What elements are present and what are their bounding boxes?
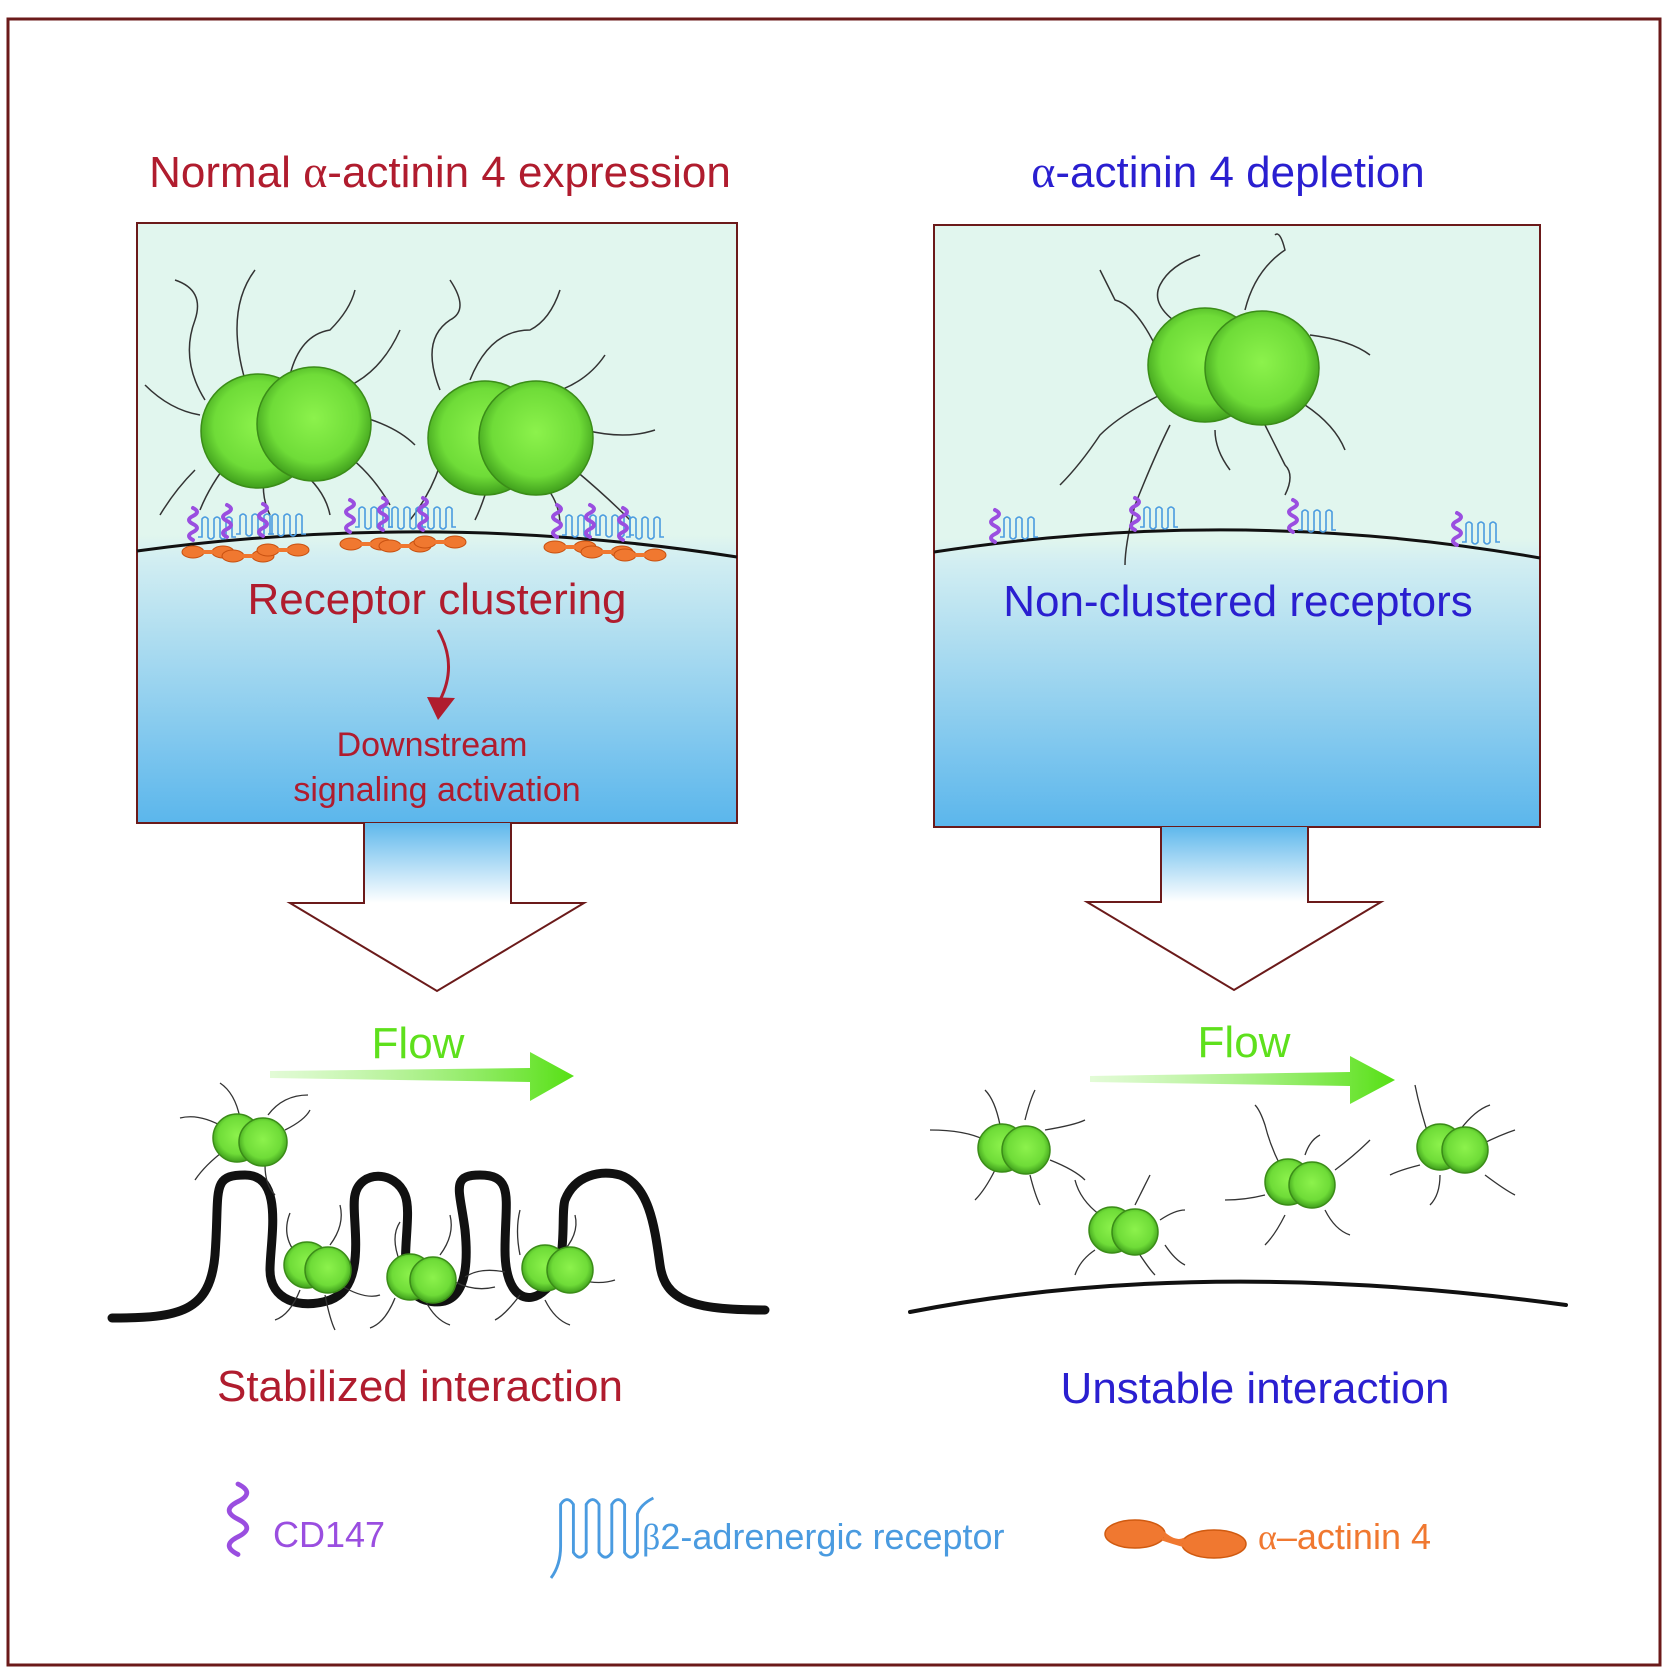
left-flow-arrow [270,1052,574,1101]
left-bound-cell-3b [546,1246,594,1294]
right-flow-label: Flow [1198,1018,1291,1067]
right-title: α-actinin 4 depletion [1031,146,1424,197]
right-cell-2b [1111,1208,1159,1256]
left-membrane [136,530,738,559]
left-cell-2b [478,380,594,496]
right-cluster-label: Non-clustered receptors [1003,577,1473,626]
left-endothelial-surface [107,1168,770,1323]
right-down-arrow [1083,827,1385,992]
right-cell-4b [1441,1126,1489,1174]
right-endothelial-surface [908,1279,1568,1314]
right-cell-b [1204,310,1320,426]
beta2-receptor-icon [549,1496,655,1579]
right-flow-arrow [1090,1056,1395,1104]
left-flow-label: Flow [372,1019,465,1068]
left-title: Normal α-actinin 4 expression [149,146,731,197]
legend-actinin-label: α–actinin 4 [1258,1516,1431,1557]
left-cluster-label: Receptor clustering [247,575,626,624]
left-outcome-label: Stabilized interaction [217,1362,623,1411]
left-flowing-cell-b [238,1117,288,1167]
legend-receptor-label: β2-adrenergic receptor [642,1516,1005,1557]
left-arrow-stem [364,823,511,903]
left-down-arrow [286,823,588,993]
right-arrow-stem [1161,827,1308,902]
signaling-arrow [436,629,450,701]
actinin-4-icon [1104,1519,1247,1559]
legend-cd147-label: CD147 [273,1514,385,1555]
right-cell-1b [1001,1125,1051,1175]
left-signal-line1: Downstream [337,726,528,764]
left-signal-line2: signaling activation [293,771,580,809]
left-cell-1b [256,366,372,482]
cd147-icon [226,1481,250,1557]
right-outcome-label: Unstable interaction [1061,1364,1450,1413]
left-bound-cell-2b [409,1256,457,1304]
right-cell-3b [1288,1161,1336,1209]
right-cell-panel [933,224,1541,828]
signaling-arrowhead [427,697,455,720]
left-bound-cell-1b [304,1246,352,1294]
